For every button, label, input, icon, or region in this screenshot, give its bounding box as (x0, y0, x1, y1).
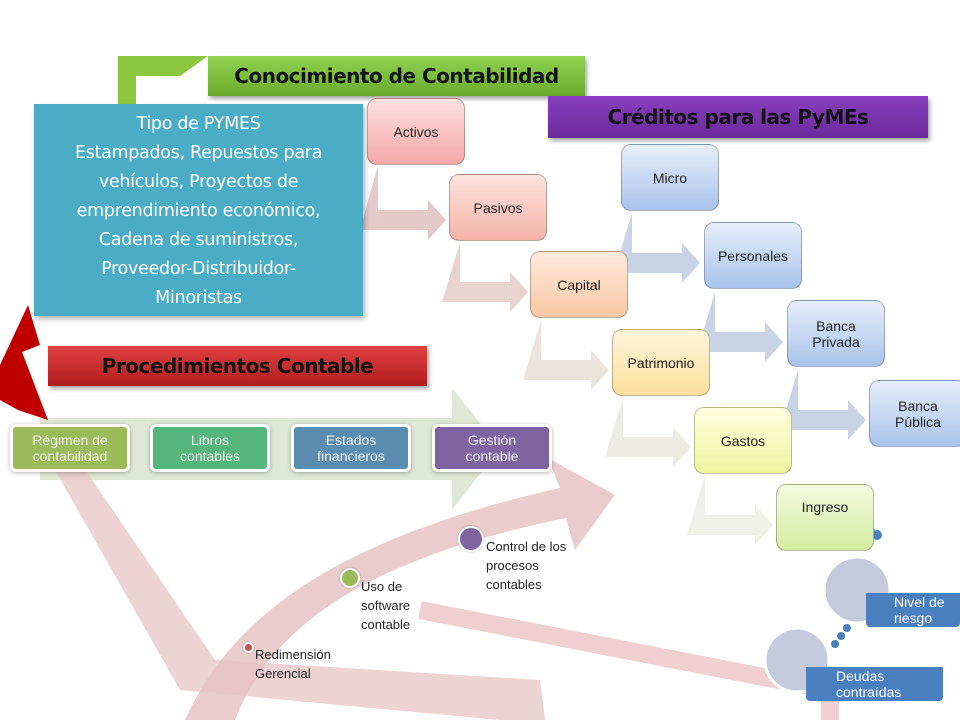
pyme-line: Estampados, Repuestos para (74, 143, 323, 163)
process-libros: Libros contables (150, 424, 270, 472)
credits-title: Créditos para las PyMEs (548, 96, 928, 138)
curve-point-control: Control de los procesos contables (486, 539, 567, 592)
curved-arrow-shape (185, 458, 615, 720)
knowledge-title: Conocimiento de Contabilidad (208, 56, 585, 96)
pyme-line: Proveedor-Distribuidor- (101, 259, 296, 279)
procedures-title: Procedimientos Contable (48, 346, 427, 386)
step-activos: Activos (367, 98, 465, 165)
step-pasivos: Pasivos (449, 174, 547, 241)
process-estados: Estados financieros (291, 424, 411, 472)
green-corner-shape (118, 56, 208, 120)
pyme-line: emprendimiento económico, (76, 201, 321, 221)
step-gastos: Gastos (694, 407, 792, 474)
credit-personales: Personales (704, 222, 802, 289)
accounting-connectors (360, 165, 773, 545)
credit-micro: Micro (621, 144, 719, 211)
process-regimen: Régimen de contabilidad (10, 424, 130, 472)
pyme-line: Cadena de suministros, (98, 230, 299, 250)
red-zigzag-shape (0, 305, 48, 420)
elbow-arrow-shape (55, 462, 545, 720)
process-arrow-shape (40, 388, 500, 510)
step-patrimonio: Patrimonio (612, 329, 710, 396)
curve-point-software: Uso de software contable (361, 579, 411, 632)
credit-banca-privada: Banca Privada (787, 300, 885, 367)
control-dot (458, 526, 484, 552)
software-dot (340, 568, 360, 588)
redimension-dot (243, 642, 254, 653)
pyme-line: Minoristas (155, 288, 242, 308)
step-ingreso: Ingreso (776, 484, 874, 551)
risk-level-tag: Nivel de riesgo (866, 593, 960, 627)
credit-banca-publica: Banca Pública (869, 380, 960, 447)
curve-point-redimension: Redimensión Gerencial (255, 647, 331, 681)
debts-tag: Deudas contraídas (806, 667, 943, 701)
pyme-line: Tipo de PYMES (136, 114, 261, 134)
process-gestion: Gestión contable (432, 424, 552, 472)
step-capital: Capital (530, 251, 628, 318)
pyme-line: vehículos, Proyectos de (98, 172, 299, 192)
credit-connectors (614, 213, 866, 440)
pyme-types-box: Tipo de PYMES Estampados, Repuestos para… (34, 104, 363, 316)
